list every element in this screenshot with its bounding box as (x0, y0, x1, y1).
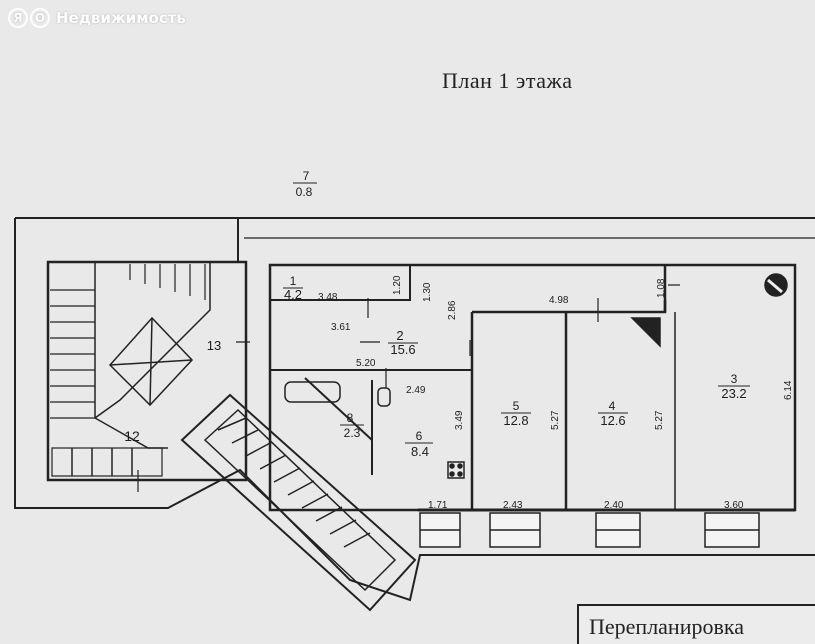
plan-title: План 1 этажа (442, 68, 573, 93)
dimension-label: 3.49 (454, 410, 465, 430)
chimney-icon (630, 317, 661, 348)
stair-label: 12 (124, 428, 140, 444)
room-number: 3 (731, 372, 738, 386)
dimension-label: 5.27 (654, 410, 665, 430)
exterior-walls (14, 217, 815, 602)
room-area: 0.8 (296, 185, 313, 199)
stair-treads-left (50, 264, 206, 419)
redevelopment-stamp: Перепланировка (577, 604, 815, 644)
windows (419, 512, 760, 548)
room-number: 2 (396, 328, 403, 343)
dimension-label: 2.40 (604, 500, 624, 511)
dimension-label: 3.48 (318, 292, 338, 303)
room-area: 12.8 (503, 413, 528, 428)
dimension-label: 2.43 (503, 500, 523, 511)
room-area: 8.4 (411, 444, 429, 459)
dimension-lines (137, 284, 680, 492)
toilet-icon (377, 387, 391, 407)
room-number: 6 (416, 429, 423, 443)
room-area: 2.3 (344, 426, 361, 440)
left-stairwell (46, 260, 248, 482)
room-number: 4 (609, 399, 616, 413)
room-number: 1 (290, 274, 297, 288)
dimension-label: 5.27 (550, 410, 561, 430)
room-number: 5 (513, 399, 520, 413)
dimension-label: 1.30 (422, 282, 433, 302)
watermark-text: Недвижимость (56, 9, 186, 27)
dimension-label: 3.60 (724, 500, 744, 511)
dimension-label: 1.20 (392, 275, 403, 295)
room-number: 7 (303, 169, 310, 183)
room-area: 12.6 (600, 413, 625, 428)
dimension-label: 5.20 (356, 358, 376, 369)
dimension-labels: 3.48 1.20 1.30 3.61 2.86 5.20 2.49 3.49 … (318, 275, 794, 511)
stove-icon (447, 461, 465, 479)
room-area: 4.2 (284, 287, 302, 302)
dimension-label: 1.71 (428, 500, 448, 511)
dimension-label: 2.49 (406, 385, 426, 396)
dimension-label: 6.14 (783, 380, 794, 400)
stair-label: 13 (207, 338, 221, 353)
dimension-label: 4.98 (549, 295, 569, 306)
bathtub-icon (284, 381, 341, 403)
interior-walls (268, 263, 797, 512)
dimension-label: 3.61 (331, 322, 351, 333)
fixtures (284, 273, 788, 479)
room-number: 8 (347, 411, 354, 425)
dimension-label: 2.86 (447, 300, 458, 320)
room-labels: 1 4.2 2 15.6 3 23.2 4 12.6 5 12.8 6 8.4 … (124, 169, 750, 459)
diagonal-staircase (180, 393, 417, 612)
room-area: 15.6 (390, 342, 415, 357)
dimension-label: 1.08 (656, 278, 667, 298)
room-area: 23.2 (721, 386, 746, 401)
